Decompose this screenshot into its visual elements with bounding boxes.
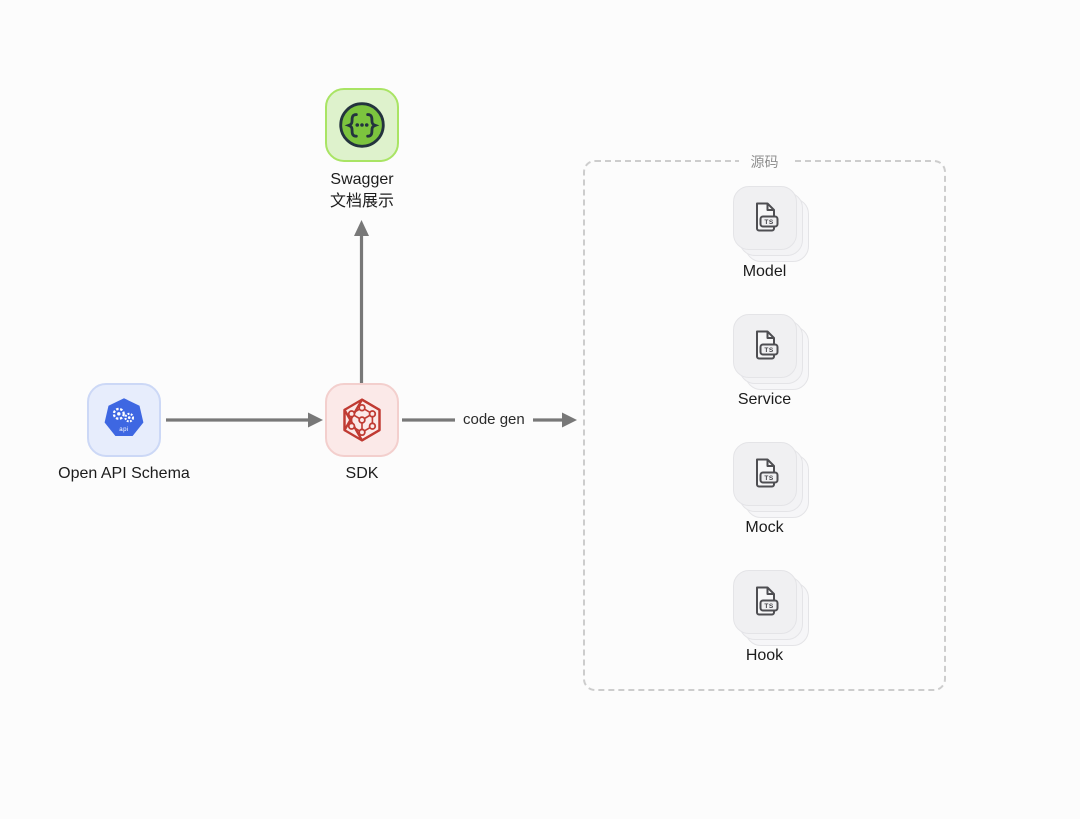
svg-text:TS: TS: [764, 603, 773, 610]
node-openapi: api: [87, 383, 161, 457]
openapi-label: Open API Schema: [58, 465, 190, 482]
arrowhead-right-icon: [308, 412, 323, 428]
ts-file-stack-icon: TS: [732, 442, 809, 518]
source-item-label: Hook: [745, 647, 784, 664]
source-box-title: 源码: [738, 152, 791, 172]
edge-label-code-gen: code gen: [455, 410, 533, 429]
svg-text:TS: TS: [764, 347, 773, 354]
node-swagger: [325, 88, 399, 162]
svg-text:api: api: [119, 426, 129, 433]
arrowhead-right-icon: [562, 412, 577, 428]
source-item-label: Mock: [745, 519, 784, 536]
sdk-cube-icon: [343, 398, 381, 442]
source-item-label: Service: [737, 391, 792, 408]
swagger-braces-icon: [339, 102, 385, 148]
swagger-label: Swagger 文档展示: [282, 169, 442, 213]
source-item-model: TS Model: [685, 186, 845, 281]
node-sdk: [325, 383, 399, 457]
sdk-label: SDK: [345, 465, 379, 482]
edge-openapi-to-sdk: [166, 412, 323, 428]
source-item-hook: TS Hook: [685, 570, 845, 665]
ts-file-icon: TS: [755, 586, 778, 616]
ts-file-icon: TS: [755, 202, 778, 232]
source-item-service: TS Service: [685, 314, 845, 409]
ts-file-icon: TS: [755, 458, 778, 488]
swagger-label-line1: Swagger: [330, 171, 394, 188]
svg-text:TS: TS: [764, 219, 773, 226]
swagger-label-line2: 文档展示: [329, 193, 394, 210]
ts-file-stack-icon: TS: [732, 570, 809, 646]
openapi-heptagon-icon: api: [104, 398, 144, 436]
svg-text:TS: TS: [764, 475, 773, 482]
source-item-label: Model: [742, 263, 787, 280]
arrowhead-up-icon: [354, 220, 369, 236]
source-code-group-box: 源码 TS Model: [583, 152, 946, 691]
ts-file-stack-icon: TS: [732, 186, 809, 262]
ts-file-stack-icon: TS: [732, 314, 809, 390]
source-item-mock: TS Mock: [685, 442, 845, 537]
edge-sdk-to-swagger: [354, 220, 369, 383]
ts-file-icon: TS: [755, 330, 778, 360]
